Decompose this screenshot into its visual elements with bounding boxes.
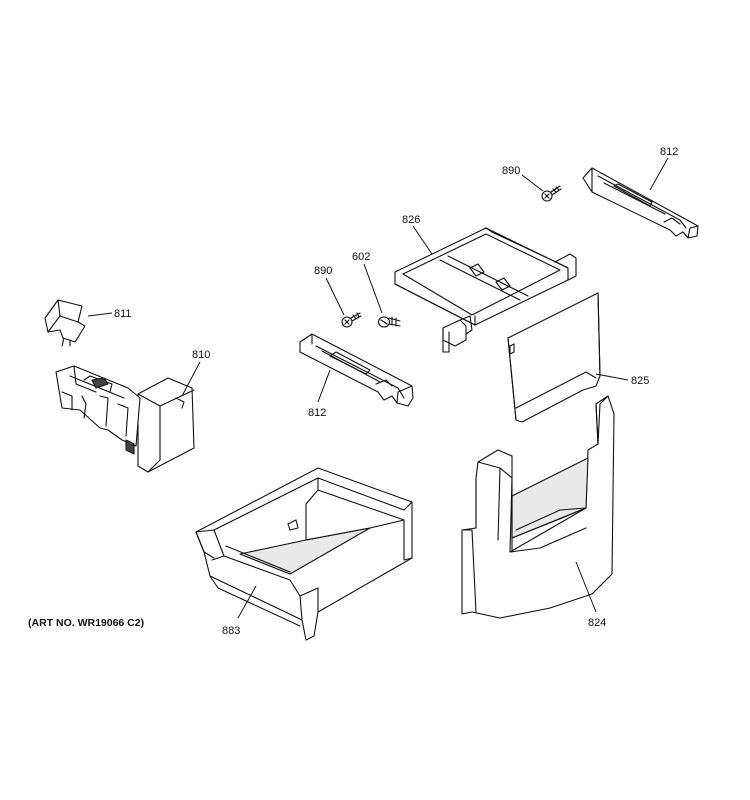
callout-824: 824 [588,617,606,629]
callout-811: 811 [114,308,132,320]
part-602-screw[interactable] [377,316,401,328]
callout-812-top: 812 [660,146,678,158]
callout-labels: 812 890 826 890 602 811 810 812 825 883 … [28,146,678,637]
part-890-screw-lower[interactable] [341,312,362,328]
callout-890-mid: 890 [314,265,332,277]
part-812-lower-bracket[interactable] [299,333,414,407]
callout-883: 883 [222,625,240,637]
leader-890-top [521,174,544,192]
part-890-screw-upper[interactable] [541,185,562,202]
art-number: (ART NO. WR19066 C2) [28,617,144,629]
leader-890-mid [325,277,345,316]
callout-810: 810 [192,349,210,361]
part-883-ice-bin[interactable] [195,467,413,641]
callout-890-top: 890 [502,165,520,177]
callout-602: 602 [352,251,370,263]
part-810-ice-maker[interactable] [55,365,195,473]
part-811-clip[interactable] [44,299,86,347]
leader-812-top [649,157,669,191]
leader-812-mid [317,369,331,403]
callout-825: 825 [631,375,649,387]
leader-602 [363,263,383,314]
leader-810 [181,361,201,397]
part-825-panel[interactable] [507,292,601,423]
leader-825 [595,373,629,381]
part-826-frame[interactable] [394,227,577,353]
part-824-front-cover[interactable] [461,395,615,619]
leader-883 [237,585,257,619]
part-812-upper-bracket[interactable] [582,167,699,239]
leader-811 [87,312,113,317]
leader-826 [412,225,433,255]
callout-826: 826 [402,214,420,226]
leader-824 [575,561,597,613]
callout-812-mid: 812 [308,407,326,419]
leader-lines [87,157,669,619]
